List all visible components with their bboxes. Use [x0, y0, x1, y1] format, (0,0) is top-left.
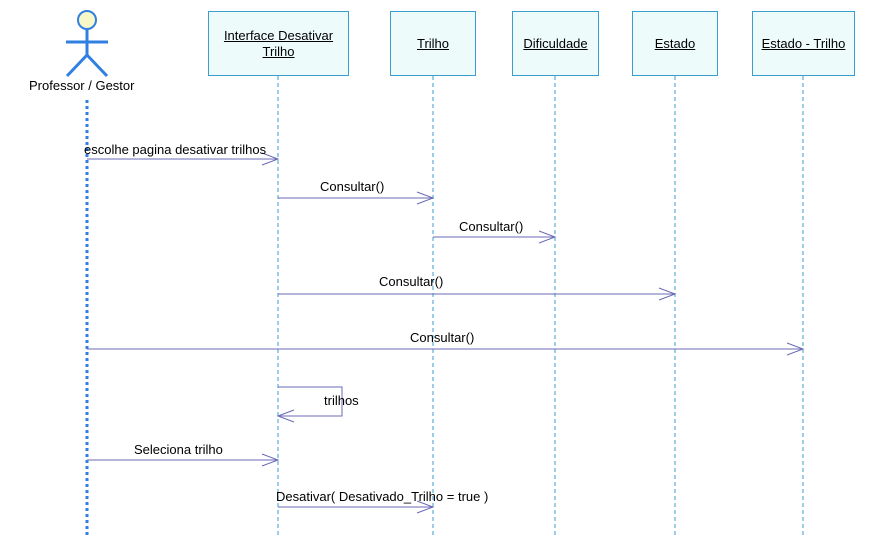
lifeline-box-dificuldade: Dificuldade [512, 11, 599, 76]
arrowhead-4 [658, 287, 677, 301]
message-label-6: trilhos [324, 393, 359, 408]
lifeline-box-estado: Estado [632, 11, 718, 76]
lifeline-label-trilho: Trilho [416, 35, 450, 51]
message-label-1: escolhe pagina desativar trilhos [84, 142, 267, 157]
lifeline-box-trilho: Trilho [390, 11, 476, 76]
actor-label: Professor / Gestor [29, 78, 135, 93]
actor-right-leg [85, 53, 109, 78]
lifeline-label-dificuldade: Dificuldade [523, 35, 588, 51]
stick-figure-actor-icon [65, 10, 109, 78]
arrowhead-5 [786, 342, 805, 356]
actor-left-leg [65, 53, 89, 78]
arrowhead-2 [416, 191, 435, 205]
lifeline-label-estado-trilho: Estado - Trilho [761, 35, 846, 51]
message-arrow-6-self [278, 386, 343, 417]
arrowhead-3 [538, 230, 557, 244]
lifeline-label-interface: Interface Desativar Trilho [223, 27, 334, 59]
actor-head [77, 10, 97, 30]
lifeline-box-interface: Interface Desativar Trilho [208, 11, 349, 76]
arrowhead-1 [261, 152, 280, 166]
message-label-4: Consultar() [379, 274, 444, 289]
arrowhead-6 [276, 409, 295, 423]
message-label-8: Desativar( Desativado_Trilho = true ) [276, 489, 489, 504]
arrowhead-8 [416, 500, 435, 514]
arrowhead-7 [261, 453, 280, 467]
lifeline-label-estado: Estado [654, 35, 696, 51]
lifeline-box-estado-trilho: Estado - Trilho [752, 11, 855, 76]
message-label-5: Consultar() [410, 330, 475, 345]
message-label-7: Seleciona trilho [134, 442, 223, 457]
message-label-3: Consultar() [459, 219, 524, 234]
message-label-2: Consultar() [320, 179, 385, 194]
